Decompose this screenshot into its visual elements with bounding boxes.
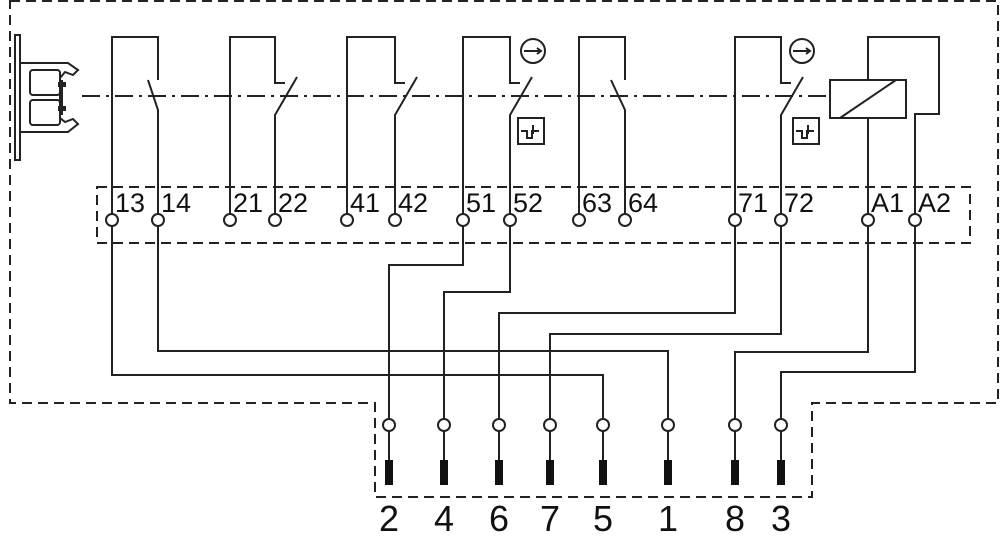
wire-13-to-5 bbox=[111, 226, 604, 419]
contact-21-22 bbox=[229, 36, 298, 214]
terminal-41 bbox=[340, 213, 354, 227]
terminal-14 bbox=[151, 213, 165, 227]
connector-pin-label: 5 bbox=[593, 498, 613, 539]
connector-pin-label: 6 bbox=[489, 498, 509, 539]
connector-pin-label: 1 bbox=[658, 498, 678, 539]
terminal-label: 42 bbox=[398, 188, 428, 218]
coil-icon bbox=[829, 36, 940, 214]
terminal-label: 21 bbox=[233, 188, 263, 218]
terminal-42 bbox=[388, 213, 402, 227]
positive-opening-icon bbox=[520, 38, 546, 64]
wire-14-to-1 bbox=[157, 226, 669, 419]
terminal-label: 51 bbox=[466, 188, 496, 218]
positive-opening-icon bbox=[789, 38, 815, 64]
connector-pin bbox=[731, 460, 739, 485]
door-actuator-icon bbox=[14, 34, 80, 161]
terminal-72 bbox=[774, 213, 788, 227]
connector-pin bbox=[495, 460, 503, 485]
terminal-label: 72 bbox=[784, 188, 814, 218]
connector-pin-circle bbox=[437, 418, 451, 432]
connector-pin-label: 3 bbox=[771, 498, 791, 539]
terminal-22 bbox=[268, 213, 282, 227]
terminal-63 bbox=[572, 213, 586, 227]
wire-A1-to-8 bbox=[734, 226, 869, 419]
contact-51-52 bbox=[462, 36, 533, 214]
connector-pin-circle bbox=[596, 418, 610, 432]
terminal-21 bbox=[223, 213, 237, 227]
connector-pin-circle bbox=[728, 418, 742, 432]
wire-72-to-7 bbox=[549, 226, 782, 419]
terminal-71 bbox=[728, 213, 742, 227]
terminal-label: 14 bbox=[161, 188, 191, 218]
latching-function-icon bbox=[517, 117, 545, 145]
connector-pin-label: 7 bbox=[540, 498, 560, 539]
connector-pin-circle bbox=[382, 418, 396, 432]
connector-pin bbox=[664, 460, 672, 485]
connector-pin-circle bbox=[774, 418, 788, 432]
terminal-label: 52 bbox=[513, 188, 543, 218]
terminal-A1 bbox=[861, 213, 875, 227]
latching-function-icon bbox=[792, 117, 820, 145]
enclosure-border bbox=[9, 0, 999, 498]
connector-pin-circle bbox=[661, 418, 675, 432]
connector-pin bbox=[385, 460, 393, 485]
connector-pin bbox=[440, 460, 448, 485]
wire-52-to-4 bbox=[443, 226, 511, 419]
connector-pin-circle bbox=[543, 418, 557, 432]
terminal-51 bbox=[456, 213, 470, 227]
connector-pin bbox=[546, 460, 554, 485]
terminal-52 bbox=[503, 213, 517, 227]
terminal-label: 22 bbox=[278, 188, 308, 218]
contact-41-42 bbox=[346, 36, 418, 214]
terminal-64 bbox=[618, 213, 632, 227]
contact-63-64 bbox=[578, 36, 626, 214]
terminal-label: A2 bbox=[918, 188, 951, 218]
terminal-block-border bbox=[96, 186, 971, 244]
terminal-13 bbox=[105, 213, 119, 227]
terminal-label: 41 bbox=[350, 188, 380, 218]
connector-pin-label: 4 bbox=[434, 498, 454, 539]
terminal-label: 13 bbox=[115, 188, 145, 218]
connector-pin bbox=[599, 460, 607, 485]
connector-pin-circle bbox=[492, 418, 506, 432]
terminal-label: 71 bbox=[738, 188, 768, 218]
connector-pin-label: 2 bbox=[379, 498, 399, 539]
terminal-label: 63 bbox=[582, 188, 612, 218]
wire-A2-to-3 bbox=[780, 226, 916, 419]
connector-pin-label: 8 bbox=[725, 498, 745, 539]
terminal-label: A1 bbox=[871, 188, 904, 218]
wire-71-to-6 bbox=[498, 226, 736, 419]
terminal-label: 64 bbox=[628, 188, 658, 218]
contact-13-14 bbox=[111, 36, 159, 214]
terminal-A2 bbox=[908, 213, 922, 227]
connector-pin bbox=[777, 460, 785, 485]
wire-51-to-2 bbox=[388, 226, 464, 419]
contact-71-72 bbox=[734, 36, 804, 214]
